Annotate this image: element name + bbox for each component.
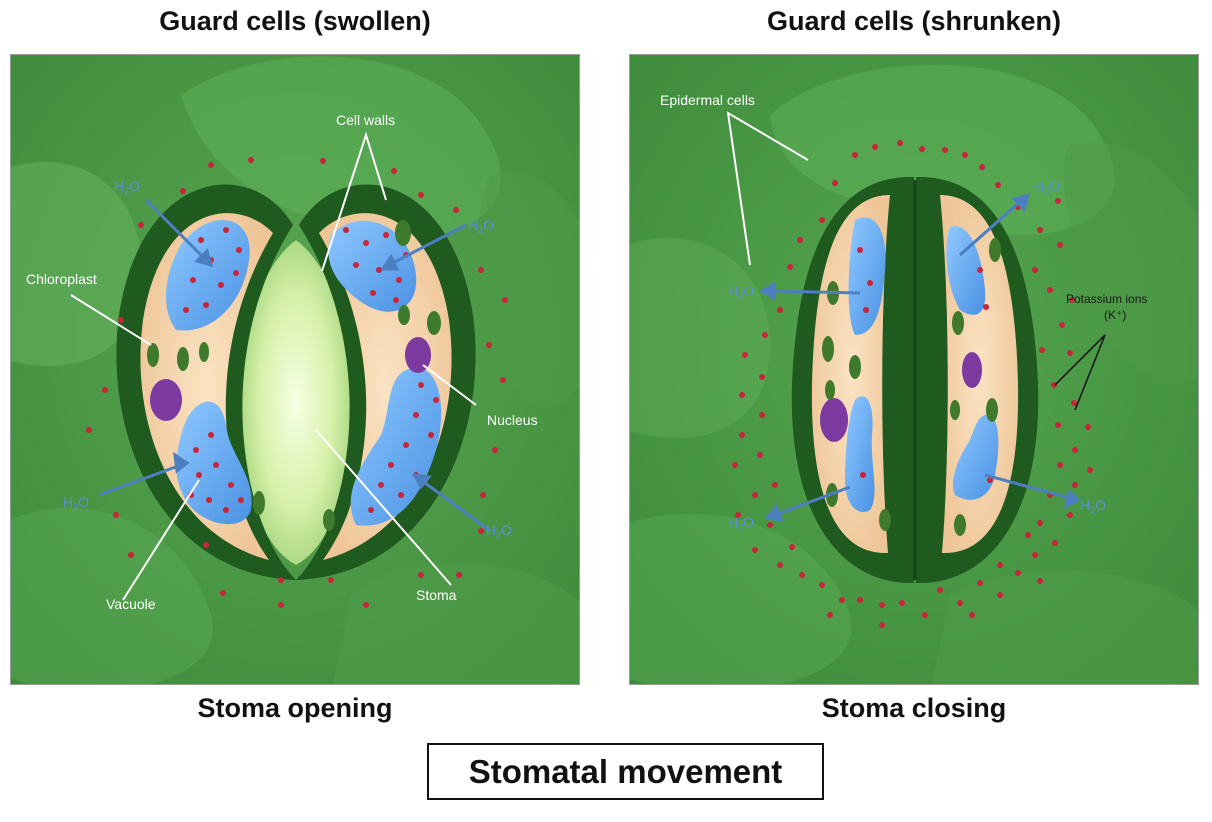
chloroplast: [954, 514, 966, 536]
vacuole: [845, 396, 875, 512]
svg-text:H2O: H2O: [468, 217, 494, 235]
vacuole: [952, 414, 999, 500]
cell-walls-label: Cell walls: [336, 112, 395, 128]
stoma-opening-illustration: Cell walls Chloroplast Nucleus Vacuole S…: [11, 55, 579, 684]
svg-text:H2O: H2O: [728, 514, 754, 532]
epidermal-cell-shape: [630, 513, 852, 684]
epidermal-cell-shape: [479, 172, 579, 407]
chloroplast-label: Chloroplast: [26, 271, 97, 287]
epidermal-cell-shape: [11, 507, 213, 684]
epidermal-cells-label: Epidermal cells: [660, 92, 755, 108]
svg-text:H2O: H2O: [1034, 178, 1060, 196]
left-panel-caption: Stoma opening: [197, 693, 393, 723]
epidermal-cell-shape: [181, 56, 501, 237]
vacuole: [848, 217, 886, 335]
nucleus: [405, 337, 431, 373]
label-leader-lines: [726, 111, 809, 266]
nucleus: [962, 352, 982, 388]
chloroplast: [427, 311, 441, 335]
water-label: H2O: [1080, 497, 1106, 515]
label-leader-lines: [70, 131, 477, 601]
figure-title-text: Stomatal movement: [468, 752, 783, 790]
vacuole: [165, 219, 250, 331]
ion-leader-lines: [1054, 334, 1106, 411]
figure-title: Stomatal movement: [427, 743, 824, 800]
left-panel-title: Guard cells (swollen): [159, 6, 431, 36]
svg-text:H2O: H2O: [728, 283, 754, 301]
chloroplast: [199, 342, 209, 362]
water-outflow-arrows: [759, 192, 1081, 522]
water-label: H2O: [486, 522, 512, 540]
stoma-closing-panel: Epidermal cells Potassium ions (K⁺) H2O …: [629, 54, 1199, 685]
stoma-pore: [239, 240, 353, 565]
svg-text:H2O: H2O: [114, 178, 140, 196]
stoma-closing-illustration: Epidermal cells Potassium ions (K⁺) H2O …: [630, 55, 1198, 684]
water-label: H2O: [728, 514, 754, 532]
svg-text:H2O: H2O: [486, 522, 512, 540]
chloroplast: [822, 336, 834, 362]
vacuole: [946, 226, 986, 315]
chloroplast: [986, 398, 998, 422]
potassium-ion-group: [732, 140, 1093, 628]
water-label: H2O: [63, 494, 89, 512]
svg-text:H2O: H2O: [1080, 497, 1106, 515]
potassium-ion-group: [86, 157, 508, 608]
potassium-symbol-label: (K⁺): [1104, 308, 1126, 322]
nucleus: [150, 379, 182, 421]
chloroplast: [989, 238, 1001, 262]
chloroplast: [825, 380, 835, 400]
nucleus: [820, 398, 848, 442]
nucleus-label: Nucleus: [487, 412, 538, 428]
chloroplast: [952, 311, 964, 335]
vacuole: [328, 220, 417, 312]
stoma-label: Stoma: [416, 587, 457, 603]
epidermal-cell-shape: [1063, 142, 1198, 384]
epidermal-cell-shape: [630, 237, 770, 438]
right-panel-title: Guard cells (shrunken): [766, 6, 1062, 36]
vacuole: [350, 367, 442, 526]
chloroplast: [177, 347, 189, 371]
chloroplast: [879, 509, 891, 531]
water-label: H2O: [728, 283, 754, 301]
stoma-opening-panel: Cell walls Chloroplast Nucleus Vacuole S…: [10, 54, 580, 685]
water-label: H2O: [468, 217, 494, 235]
chloroplast: [398, 305, 410, 325]
right-panel-caption: Stoma closing: [821, 693, 1007, 723]
chloroplast: [323, 509, 335, 531]
chloroplast: [849, 355, 861, 379]
chloroplast: [950, 400, 960, 420]
water-inflow-arrows: [98, 198, 490, 532]
chloroplast: [147, 343, 159, 367]
epidermal-cell-shape: [11, 162, 142, 367]
water-label: H2O: [114, 178, 140, 196]
chloroplast: [253, 491, 265, 515]
chloroplast: [395, 220, 411, 246]
epidermal-cell-shape: [333, 563, 579, 684]
epidermal-cell-shape: [932, 571, 1198, 684]
potassium-ions-label: Potassium ions: [1066, 292, 1147, 306]
water-label: H2O: [1034, 178, 1060, 196]
svg-text:H2O: H2O: [63, 494, 89, 512]
vacuole-label: Vacuole: [106, 596, 156, 612]
